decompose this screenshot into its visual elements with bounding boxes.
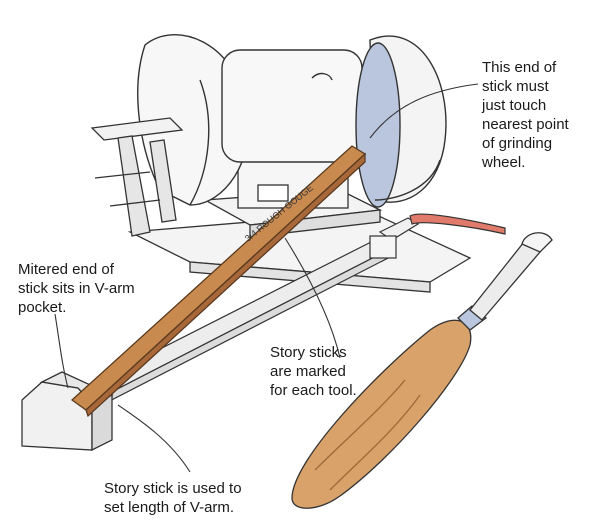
callout-set-length: Story stick is used to set length of V-a… bbox=[104, 480, 242, 516]
callout-sticks-marked: Story sticks are marked for each tool. bbox=[270, 344, 357, 399]
turning-gouge bbox=[291, 232, 553, 509]
leader-wheel-contact bbox=[369, 83, 479, 139]
right-grinding-wheel bbox=[355, 35, 447, 208]
leader-sticks-marked bbox=[284, 237, 341, 359]
tool-rest-handle bbox=[369, 213, 506, 259]
motor-housing bbox=[221, 49, 363, 163]
callout-wheel-contact: This end of stick must just touch neares… bbox=[482, 59, 569, 171]
callout-mitered-end: Mitered end of stick sits in V-arm pocke… bbox=[18, 261, 135, 316]
left-tool-rest bbox=[90, 117, 184, 237]
leader-mitered-end bbox=[54, 313, 69, 389]
story-stick bbox=[70, 145, 367, 418]
leader-set-length bbox=[117, 404, 191, 473]
leader-lines bbox=[54, 83, 479, 473]
